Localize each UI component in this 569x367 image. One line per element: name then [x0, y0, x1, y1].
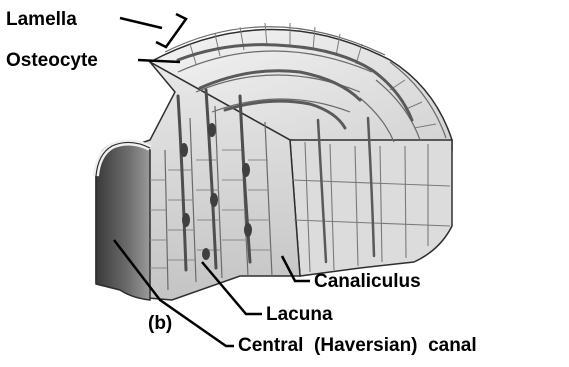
osteocyte-label: Osteocyte [6, 51, 98, 70]
lacuna-label: Lacuna [266, 305, 333, 324]
lamella-leader [120, 18, 162, 28]
panel-label: (b) [148, 314, 172, 333]
central-canal-label: Central (Haversian) canal [238, 336, 477, 355]
canaliculus-label: Canaliculus [314, 272, 421, 291]
lamella-bracket [156, 14, 186, 47]
lamella-label: Lamella [6, 10, 77, 29]
